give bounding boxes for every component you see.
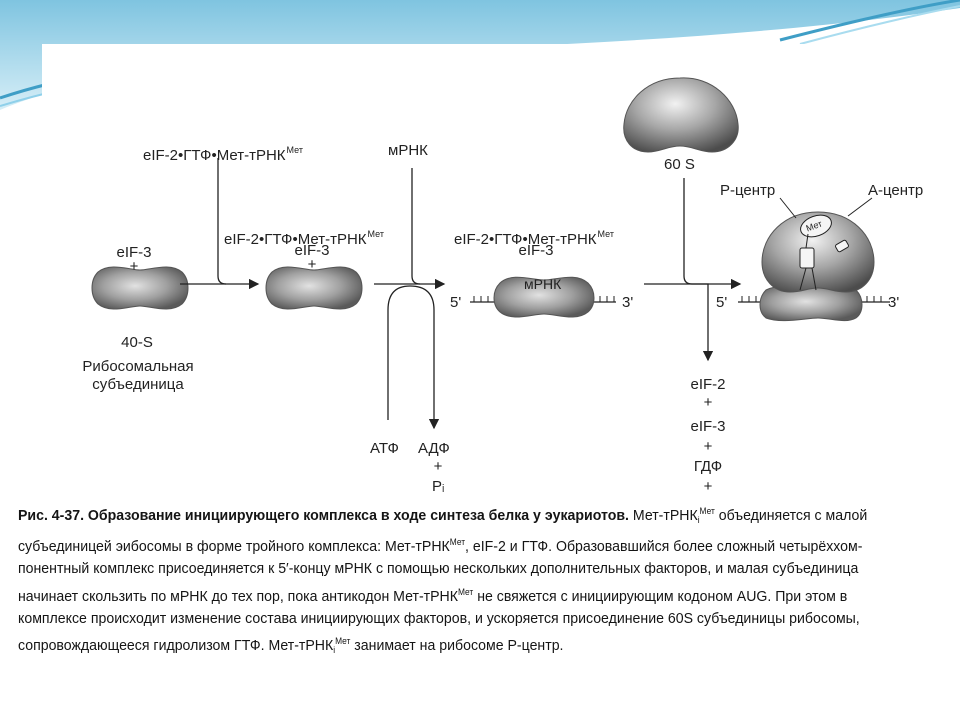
three-prime-mid: 3' <box>622 294 634 311</box>
subunit-caption-1: Рибосомальная <box>82 358 194 375</box>
a-site-pointer <box>847 197 873 217</box>
five-prime-right: 5' <box>716 294 728 311</box>
pi-label: Pᵢ <box>432 478 445 495</box>
mrna-on-subunit-label: мРНК <box>524 276 562 292</box>
eif3-left-label: eIF-3 <box>116 244 152 261</box>
p-site-pointer <box>779 197 797 219</box>
large-subunit-60s <box>623 77 739 153</box>
complex-right-label: eIF-2•ГТФ•Мет-тРНКМет <box>454 229 614 248</box>
released-plus-1: + <box>703 394 713 411</box>
complex-top-label: eIF-2•ГТФ•Мет-тРНКМет <box>143 145 303 164</box>
atp-label: АТФ <box>370 440 399 457</box>
content-panel <box>42 44 942 684</box>
trna-met <box>799 214 849 291</box>
arrow-60s-joins <box>683 178 714 362</box>
banner-band <box>0 0 960 110</box>
figure-caption: Рис. 4-37. Образование инициирующего ком… <box>18 506 868 656</box>
small-subunit-on-mrna <box>493 276 595 318</box>
mrna-top-label: мРНК <box>388 142 428 159</box>
caption-p5: занимает на рибосоме Р-центр. <box>350 637 564 655</box>
atp-adp-loop <box>387 285 440 430</box>
subunit-40s-label: 40-S <box>121 334 153 351</box>
caption-p4: не свяжется с инициирующим кодоном AUG. … <box>18 587 860 655</box>
caption-p3: , eIF-2 и ГТФ. Образовавшийся более слож… <box>18 538 863 605</box>
caption-p1: Мет-тРНК <box>628 507 698 524</box>
subunit-caption-2: субъединица <box>92 376 184 393</box>
caption-p2: объединяется с малой субъединицей эибосо… <box>18 507 868 556</box>
eif3-mid-label: eIF-3 <box>294 242 330 259</box>
banner-swoosh-right <box>779 0 960 42</box>
p-site-label: Р-центр <box>720 182 776 199</box>
released-plus-3: + <box>703 478 713 495</box>
arrow-complex-joins <box>217 158 260 290</box>
a-site-label: А-центр <box>868 182 924 199</box>
large-subunit-label: 60 S <box>664 156 695 173</box>
complex-mid-label: eIF-2•ГТФ•Мет-тРНКМет <box>224 229 384 248</box>
released-plus-2: + <box>703 438 713 455</box>
plus-mid: + <box>307 256 317 273</box>
released-gdp: ГДФ <box>693 458 723 475</box>
three-prime-right: 3' <box>888 294 900 311</box>
adp-label: АДФ <box>418 440 450 457</box>
five-prime-mid: 5' <box>450 294 462 311</box>
caption-lead: Рис. 4-37. Образование инициирующего ком… <box>18 507 629 524</box>
initiation-diagram <box>91 77 890 430</box>
released-eif3: eIF-3 <box>690 418 726 435</box>
small-subunit-mid <box>265 266 363 310</box>
arrow-mrna-joins <box>411 168 446 290</box>
plus-left: + <box>129 258 139 275</box>
banner-swoosh-right-2 <box>799 5 960 45</box>
released-eif2: eIF-2 <box>690 376 726 393</box>
eif3-right-label: eIF-3 <box>518 242 554 259</box>
ribosome-large-subunit <box>761 211 875 293</box>
plus-adp: + <box>433 458 443 475</box>
small-subunit-40s <box>91 266 189 310</box>
